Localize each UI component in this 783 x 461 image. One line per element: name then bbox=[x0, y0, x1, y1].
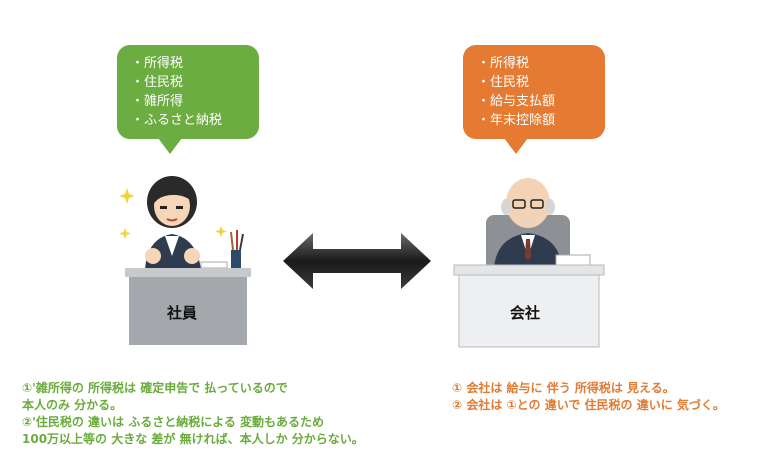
company-tax-item: 住民税 bbox=[477, 73, 605, 92]
employee-desk bbox=[129, 277, 247, 345]
employee-label: 社員 bbox=[167, 304, 198, 322]
company-tax-list: 所得税 住民税 給与支払額 年末控除額 bbox=[477, 54, 605, 130]
company-note-line: ② 会社は ①との 違いで 住民税の 違いに 気づく。 bbox=[452, 398, 725, 412]
company-tax-item: 給与支払額 bbox=[477, 92, 605, 111]
employee-notes: ①'雑所得の 所得税は 確定申告で 払っているので 本人のみ 分かる。 ②'住民… bbox=[22, 380, 364, 448]
employee-speech-bubble: 所得税 住民税 雑所得 ふるさと納税 bbox=[117, 45, 259, 154]
employee-note-line: ②'住民税の 違いは ふるさと納税による 変動もあるため bbox=[22, 415, 325, 429]
sparkle-icon bbox=[119, 188, 227, 239]
employee-illustration bbox=[119, 176, 251, 345]
employee-tax-list: 所得税 住民税 雑所得 ふるさと納税 bbox=[131, 54, 259, 130]
employee-note-line: ①'雑所得の 所得税は 確定申告で 払っているので bbox=[22, 381, 288, 395]
company-tax-item: 年末控除額 bbox=[477, 111, 605, 130]
company-desk bbox=[458, 274, 600, 348]
employee-note-line: 本人のみ 分かる。 bbox=[22, 398, 123, 412]
employee-desk-top bbox=[125, 268, 251, 277]
company-speech-bubble: 所得税 住民税 給与支払額 年末控除額 bbox=[463, 45, 605, 154]
company-label: 会社 bbox=[510, 304, 541, 322]
employee-tax-item: ふるさと納税 bbox=[131, 111, 259, 130]
pen-holder-icon bbox=[231, 250, 241, 268]
company-notes: ① 会社は 給与に 伴う 所得税は 見える。 ② 会社は ①との 違いで 住民税… bbox=[452, 380, 725, 414]
employee-tax-item: 所得税 bbox=[131, 54, 259, 73]
employee-tax-item: 住民税 bbox=[131, 73, 259, 92]
company-tax-item: 所得税 bbox=[477, 54, 605, 73]
company-desk-top bbox=[453, 264, 605, 276]
company-note-line: ① 会社は 給与に 伴う 所得税は 見える。 bbox=[452, 381, 675, 395]
glasses-icon bbox=[512, 199, 526, 209]
double-arrow-icon bbox=[283, 233, 431, 289]
employee-note-line: 100万以上等の 大きな 差が 無ければ、本人しか 分からない。 bbox=[22, 432, 364, 446]
employee-tax-item: 雑所得 bbox=[131, 92, 259, 111]
company-illustration bbox=[453, 178, 605, 348]
bubble-tail bbox=[158, 138, 182, 154]
bubble-tail bbox=[504, 138, 528, 154]
